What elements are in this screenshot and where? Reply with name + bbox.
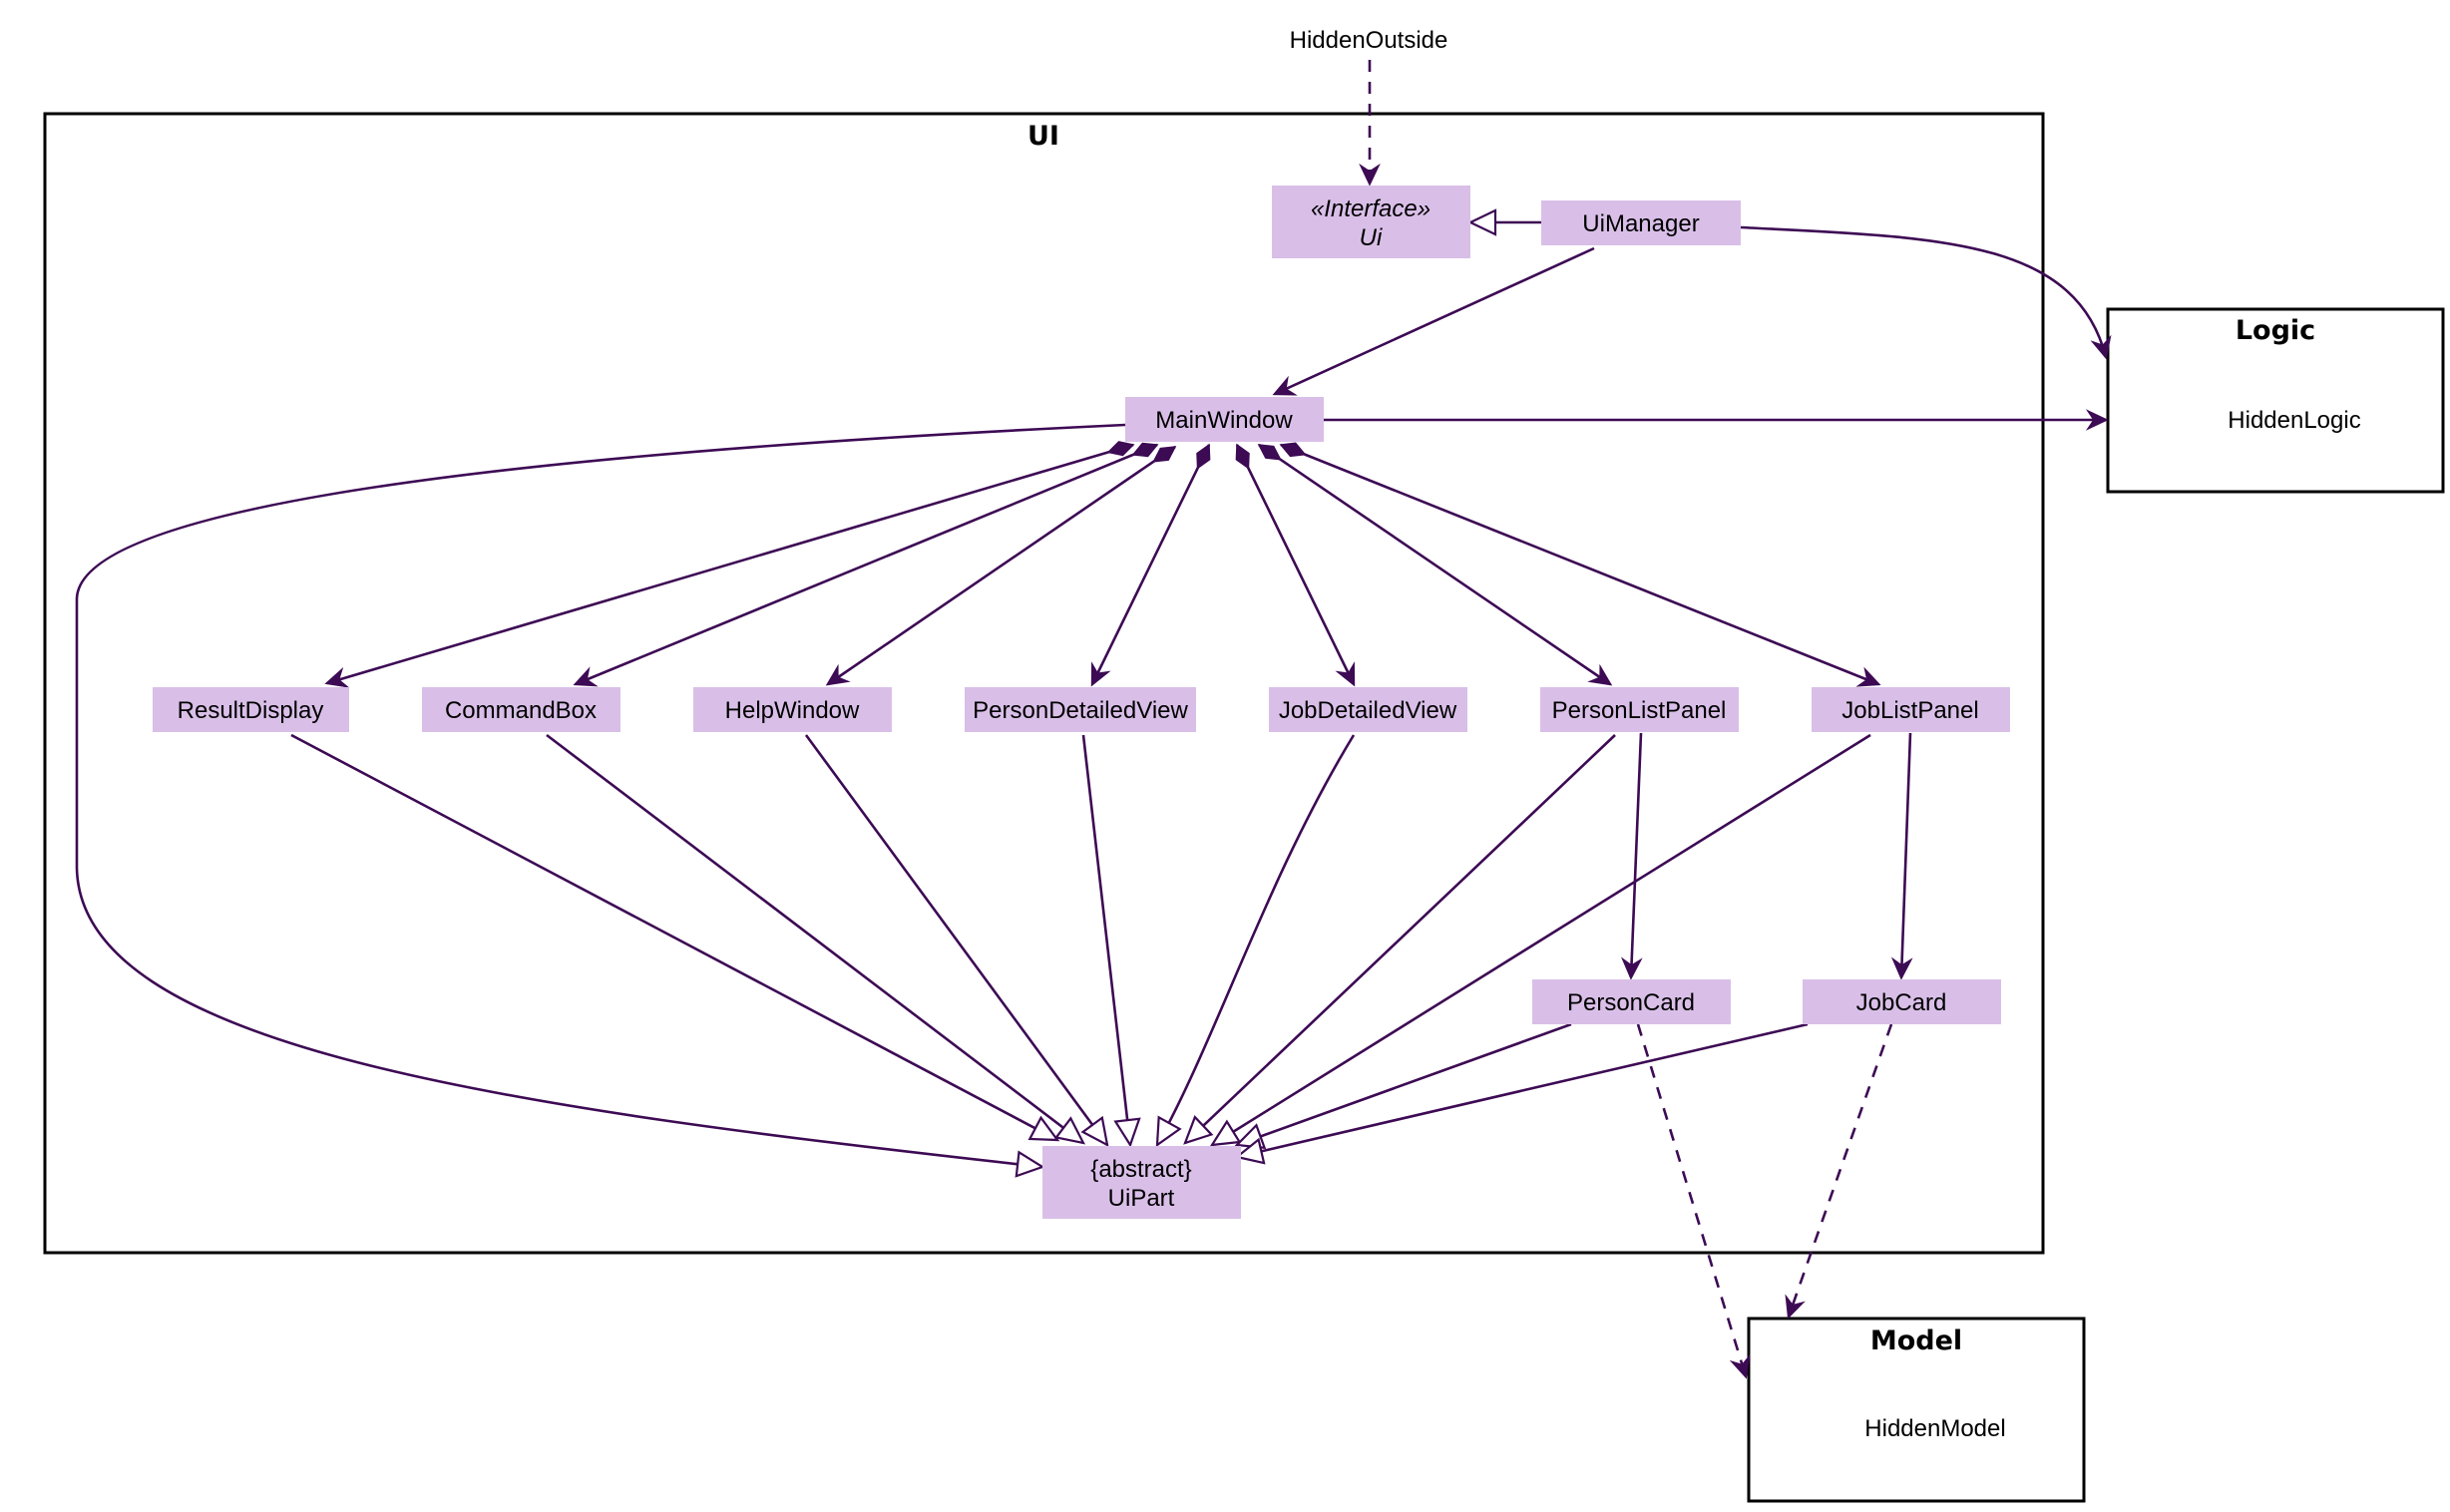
edge-jobdetailedview-uipart [1155,734,1356,1148]
edge-commandbox-uipart [546,733,1086,1145]
edge-resultdisplay-uipart [290,733,1060,1142]
edge-mainwindow-persondetailedview [1092,445,1209,684]
class-ui-manager: UiManager [1541,200,1741,245]
edge-helpwindow-uipart [804,734,1109,1148]
edge-jobcard-uipart [1234,1022,1809,1165]
model-package-title: Model [1870,1325,1962,1356]
edge-mainwindow-commandbox [576,445,1157,684]
person-detailed-view-name: PersonDetailedView [973,697,1188,724]
edge-mainwindow-jobdetailedview [1237,445,1354,684]
edge-persondetailedview-uipart [1081,734,1141,1148]
ui-package: UI [43,112,2045,1255]
ui-interface-stereotype: «Interface» [1311,195,1430,222]
ui-interface-name: Ui [1360,224,1383,251]
edge-mainwindow-uipart [75,423,1126,1178]
result-display-name: ResultDisplay [178,697,324,724]
edge-personcard-model [1636,1023,1746,1376]
job-detailed-view-name: JobDetailedView [1279,697,1457,724]
hidden-logic-label: HiddenLogic [2228,407,2360,434]
edge-personlistpanel-personcard [1631,732,1641,977]
class-command-box: CommandBox [422,687,620,732]
edge-jobcard-model [1789,1023,1893,1317]
class-ui-part: {abstract} UiPart [1042,1146,1241,1219]
edge-joblistpanel-uipart [1209,733,1871,1147]
class-person-detailed-view: PersonDetailedView [965,687,1196,732]
person-card-name: PersonCard [1567,989,1695,1016]
edge-personcard-uipart [1234,1022,1572,1150]
command-box-name: CommandBox [445,697,597,724]
logic-package: Logic HiddenLogic [2106,307,2445,494]
hidden-model-label: HiddenModel [1864,1415,2005,1442]
class-main-window: MainWindow [1125,397,1324,442]
edge-mainwindow-resultdisplay [327,445,1133,683]
class-help-window: HelpWindow [693,687,892,732]
logic-package-title: Logic [2236,315,2315,346]
class-job-detailed-view: JobDetailedView [1269,687,1467,732]
ui-package-title: UI [1027,121,1059,152]
ui-manager-name: UiManager [1582,210,1699,237]
class-result-display: ResultDisplay [153,687,349,732]
edge-joblistpanel-jobcard [1901,732,1910,977]
help-window-name: HelpWindow [725,697,860,724]
edges [75,60,2106,1376]
edge-mainwindow-personlistpanel [1259,443,1610,684]
hidden-outside-label: HiddenOutside [1290,27,1448,54]
job-card-name: JobCard [1856,989,1947,1016]
edge-uimanager-mainwindow [1275,246,1595,394]
class-job-list-panel: JobListPanel [1812,687,2010,732]
main-window-name: MainWindow [1155,407,1293,434]
edge-personlistpanel-uipart [1183,734,1616,1145]
class-ui-interface: «Interface» Ui [1272,186,1470,258]
person-list-panel-name: PersonListPanel [1552,697,1727,724]
edge-mainwindow-joblistpanel [1281,445,1878,684]
ui-part-stereotype: {abstract} [1090,1156,1191,1183]
class-person-list-panel: PersonListPanel [1540,687,1739,732]
ui-part-name: UiPart [1108,1185,1175,1212]
job-list-panel-name: JobListPanel [1841,697,1978,724]
edge-uimanager-logic [1740,225,2106,357]
model-package: Model HiddenModel [1747,1317,2086,1503]
class-job-card: JobCard [1803,979,2001,1024]
class-person-card: PersonCard [1532,979,1731,1024]
